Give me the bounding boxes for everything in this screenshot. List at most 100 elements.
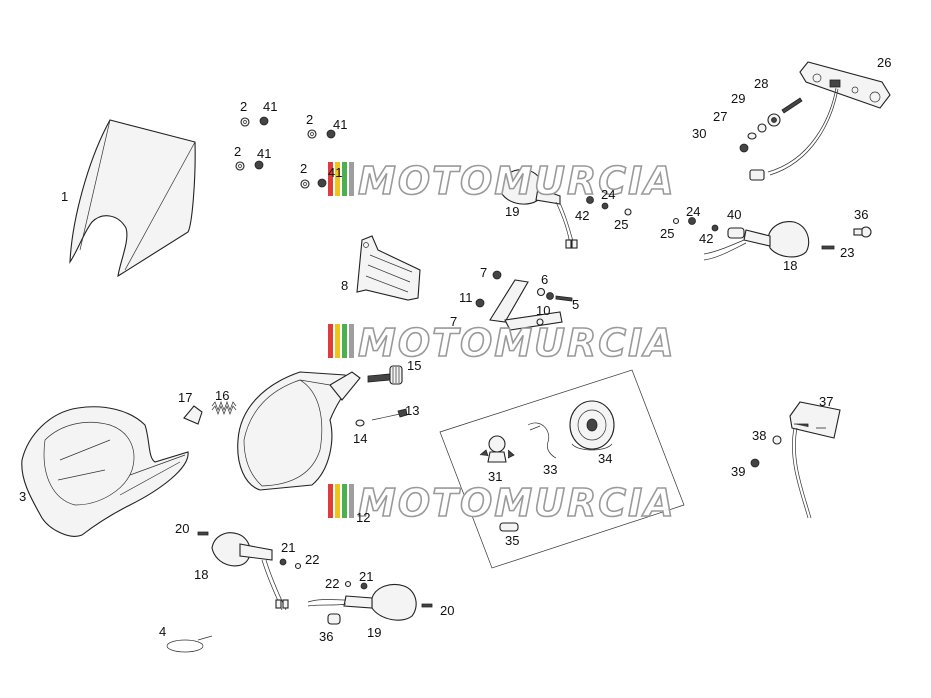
screw-part-20-left [197, 531, 209, 536]
watermark-text: MOTOMURCIA [358, 321, 676, 365]
label-20: 20 [175, 521, 189, 536]
license-light-part-26 [799, 61, 891, 109]
label-24: 24 [601, 187, 615, 202]
part-labels: 1 2 41 2 41 2 41 2 41 3 4 5 6 7 7 8 10 1… [19, 55, 891, 644]
label-17: 17 [178, 390, 192, 405]
watermark-1: MOTOMURCIA [328, 158, 676, 204]
label-6: 6 [541, 272, 548, 287]
turn-signal-part-19-top [499, 169, 578, 249]
adjuster-screw-part-15 [367, 365, 403, 385]
bulb-kit-frame [439, 369, 685, 569]
label-40: 40 [727, 207, 741, 222]
bulb-part-35 [499, 522, 519, 532]
turn-signal-part-19-bottom [307, 583, 417, 621]
label-42: 42 [699, 231, 713, 246]
label-12: 12 [356, 510, 370, 525]
label-34: 34 [598, 451, 612, 466]
label-14: 14 [353, 431, 367, 446]
label-7: 7 [450, 314, 457, 329]
label-2: 2 [240, 99, 247, 114]
label-38: 38 [752, 428, 766, 443]
label-13: 13 [405, 403, 419, 418]
screw-part-13 [371, 408, 408, 421]
label-25: 25 [614, 217, 628, 232]
label-41: 41 [328, 165, 342, 180]
screw-part-28 [767, 97, 803, 127]
label-23: 23 [840, 245, 854, 260]
bulb-part-31 [479, 435, 515, 463]
parts-21-22-left [279, 558, 302, 570]
screw-part-23 [821, 245, 835, 250]
label-1: 1 [61, 189, 68, 204]
watermark-3: MOTOMURCIA [328, 480, 676, 526]
label-41: 41 [263, 99, 277, 114]
label-11: 11 [459, 290, 473, 305]
label-35: 35 [505, 533, 519, 548]
turn-signal-part-18-left [211, 532, 289, 611]
watermark-text: MOTOMURCIA [358, 481, 676, 525]
label-18: 18 [783, 258, 797, 273]
label-26: 26 [877, 55, 891, 70]
label-21: 21 [359, 569, 373, 584]
label-8: 8 [341, 278, 348, 293]
label-22: 22 [305, 552, 319, 567]
label-5: 5 [572, 297, 579, 312]
label-31: 31 [488, 469, 502, 484]
clip-part-17 [183, 405, 203, 425]
cable-part-26 [749, 87, 839, 181]
small-parts-24-25-42-top [586, 196, 632, 216]
washer-set-top [235, 116, 336, 189]
label-18: 18 [194, 567, 208, 582]
bracket-part-8 [356, 235, 421, 301]
label-29: 29 [731, 91, 745, 106]
label-33: 33 [543, 462, 557, 477]
label-2: 2 [300, 161, 307, 176]
dust-cap-part-34 [569, 400, 615, 451]
label-19: 19 [367, 625, 381, 640]
label-16: 16 [215, 388, 229, 403]
grommet-part-40 [727, 227, 745, 239]
reflector-part-37 [789, 401, 841, 519]
label-19: 19 [505, 204, 519, 219]
label-7: 7 [480, 265, 487, 280]
label-10: 10 [536, 303, 550, 318]
bulb-part-36-bottom [327, 613, 341, 625]
support-bracket-parts [475, 270, 573, 331]
headlight-fairing-part-3 [21, 406, 189, 537]
bulb-part-36-right [853, 226, 872, 238]
label-41: 41 [257, 146, 271, 161]
label-3: 3 [19, 489, 26, 504]
label-22: 22 [325, 576, 339, 591]
label-2: 2 [306, 112, 313, 127]
windscreen-part-1 [69, 119, 196, 278]
spring-part-16 [211, 401, 237, 415]
label-4: 4 [159, 624, 166, 639]
cable-tie-part-4 [166, 635, 213, 653]
label-28: 28 [754, 76, 768, 91]
label-42: 42 [575, 208, 589, 223]
watermark-text: MOTOMURCIA [358, 159, 676, 203]
spring-clip-part-33 [527, 422, 557, 459]
washer-part-14 [355, 419, 365, 427]
turn-signal-part-18-right [703, 221, 810, 261]
screw-part-20-bottom [421, 603, 433, 608]
label-24: 24 [686, 204, 700, 219]
headlight-part-12 [237, 371, 361, 491]
label-41: 41 [333, 117, 347, 132]
washer-parts-38-39 [750, 435, 782, 468]
label-27: 27 [713, 109, 727, 124]
label-2: 2 [234, 144, 241, 159]
watermark-2: MOTOMURCIA [328, 320, 676, 366]
label-25: 25 [660, 226, 674, 241]
label-36: 36 [854, 207, 868, 222]
label-36: 36 [319, 629, 333, 644]
parts-21-22-bottom [344, 580, 368, 590]
label-37: 37 [819, 394, 833, 409]
label-30: 30 [692, 126, 706, 141]
label-21: 21 [281, 540, 295, 555]
parts-24-25-42-right [672, 217, 719, 232]
label-39: 39 [731, 464, 745, 479]
label-20: 20 [440, 603, 454, 618]
